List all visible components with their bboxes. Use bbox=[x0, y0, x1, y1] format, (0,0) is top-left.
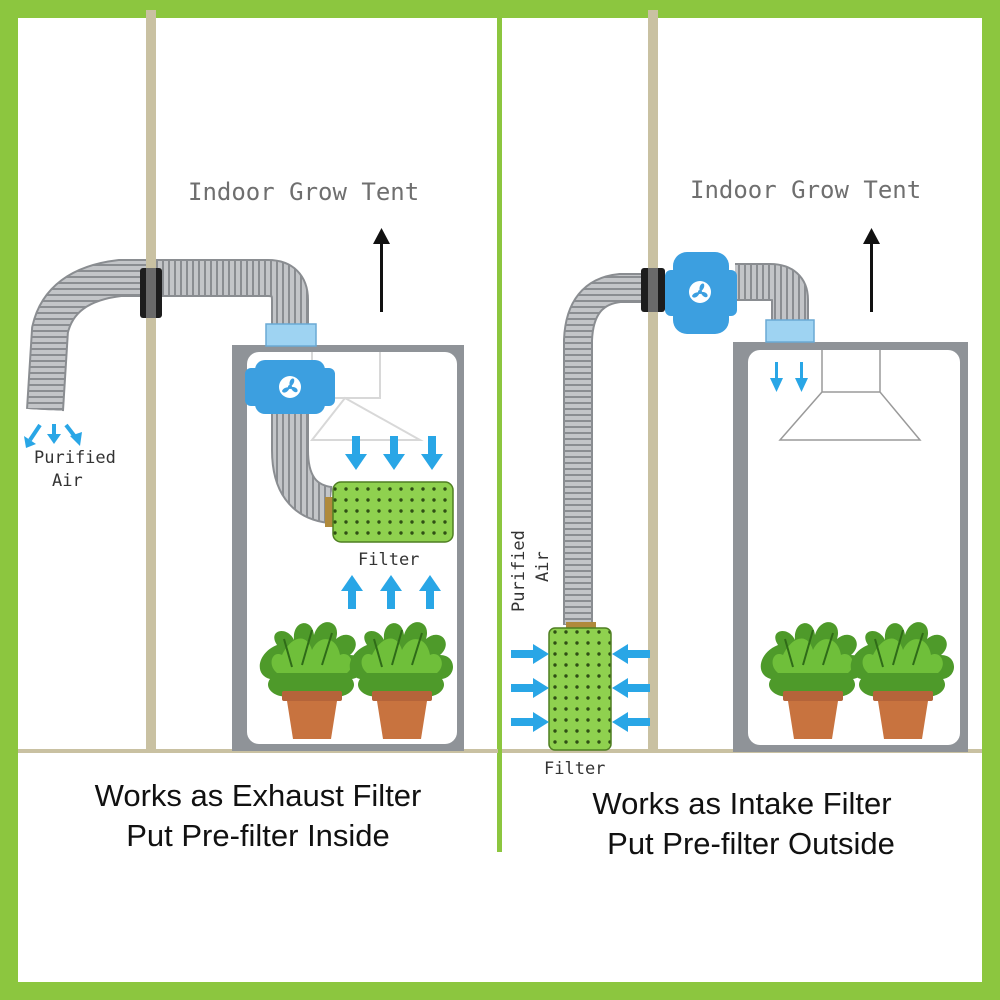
right-panel: Indoor Grow Tent Purified Air Filter bbox=[502, 10, 982, 779]
left-wall bbox=[146, 10, 156, 750]
left-caption-line2: Put Pre-filter Inside bbox=[126, 818, 390, 853]
right-tent-label: Indoor Grow Tent bbox=[690, 176, 921, 204]
left-fan bbox=[245, 360, 335, 414]
left-tent-port bbox=[265, 323, 317, 347]
right-intake-arrows-left bbox=[511, 644, 549, 732]
right-up-arrow bbox=[863, 228, 880, 312]
fan-icon bbox=[689, 281, 711, 303]
right-caption: Works as Intake Filter Put Pre-filter Ou… bbox=[502, 784, 982, 864]
panel-divider bbox=[497, 0, 502, 852]
right-intake-arrows-right bbox=[612, 644, 650, 732]
left-up-arrow bbox=[373, 228, 390, 312]
right-canopy-reflector bbox=[778, 350, 922, 441]
right-filter bbox=[548, 627, 612, 751]
left-panel: Indoor Grow Tent Purified Air Filter bbox=[18, 10, 498, 753]
left-filter bbox=[332, 481, 454, 543]
right-tent-port bbox=[765, 319, 815, 343]
right-port-arrows bbox=[770, 362, 808, 392]
right-purified-label-line1: Purified bbox=[509, 530, 529, 612]
right-filter-label: Filter bbox=[544, 759, 605, 779]
right-caption-line2: Put Pre-filter Outside bbox=[607, 826, 895, 861]
left-caption: Works as Exhaust Filter Put Pre-filter I… bbox=[18, 776, 498, 856]
left-purified-arrows bbox=[24, 423, 82, 448]
left-caption-line1: Works as Exhaust Filter bbox=[94, 778, 422, 813]
left-tent-label: Indoor Grow Tent bbox=[188, 178, 419, 206]
left-purified-label-line1: Purified bbox=[34, 448, 116, 468]
right-caption-line1: Works as Intake Filter bbox=[592, 786, 892, 821]
fan-icon bbox=[279, 376, 301, 398]
left-filter-label: Filter bbox=[358, 550, 419, 570]
right-purified-label-line2: Air bbox=[533, 551, 553, 582]
left-purified-label-line2: Air bbox=[52, 471, 83, 491]
right-wall bbox=[648, 10, 658, 750]
right-fan bbox=[665, 252, 737, 334]
